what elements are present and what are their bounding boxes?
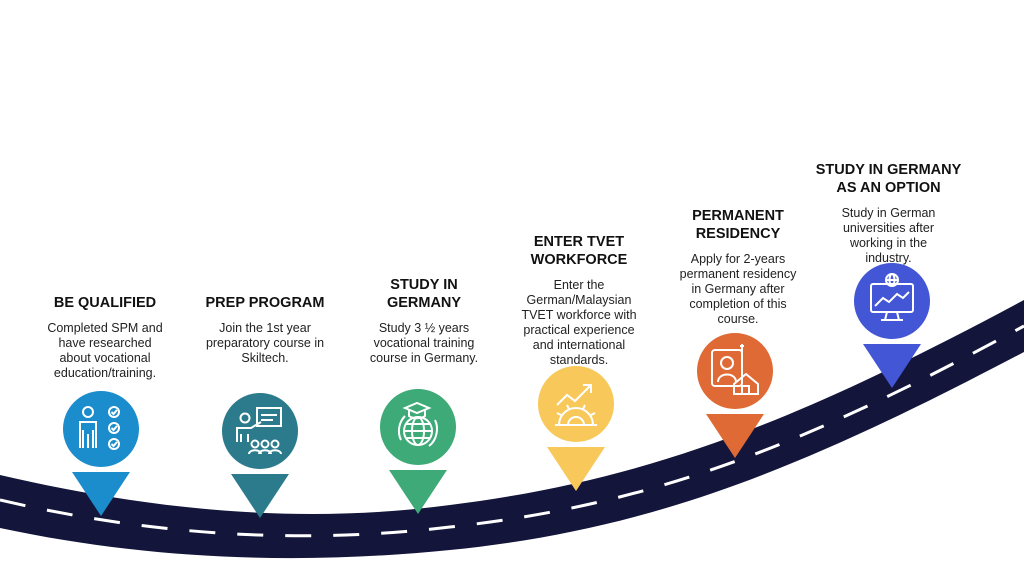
step-marker-be-qualified bbox=[63, 391, 139, 516]
step-be-qualified: BE QUALIFIED Completed SPM and have rese… bbox=[30, 294, 180, 381]
step-description: Apply for 2-years permanent residency in… bbox=[679, 252, 797, 326]
step-marker-enter-tvet-workforce bbox=[538, 366, 614, 491]
step-prep-program: PREP PROGRAM Join the 1st year preparato… bbox=[190, 294, 340, 366]
step-title: STUDY IN GERMANY bbox=[386, 277, 462, 311]
global-education-icon bbox=[397, 401, 438, 447]
step-title: STUDY IN GERMANY AS AN OPTION bbox=[815, 162, 962, 196]
online-university-icon bbox=[870, 273, 914, 321]
teacher-presentation-icon bbox=[236, 407, 282, 455]
step-description: Study 3 ½ years vocational training cour… bbox=[369, 321, 479, 365]
step-description: Join the 1st year preparatory course in … bbox=[205, 321, 325, 365]
step-study-in-germany: STUDY IN GERMANY Study 3 ½ years vocatio… bbox=[349, 276, 499, 366]
step-marker-permanent-residency bbox=[697, 333, 773, 458]
step-marker-study-in-germany bbox=[380, 389, 456, 514]
growth-gear-icon bbox=[555, 384, 597, 426]
road-center-dashes bbox=[0, 324, 1024, 538]
step-title: PREP PROGRAM bbox=[205, 295, 325, 311]
step-marker-study-option bbox=[854, 263, 930, 388]
step-description: Enter the German/Malaysian TVET workforc… bbox=[521, 278, 637, 367]
step-marker-prep-program bbox=[222, 393, 298, 518]
step-title: ENTER TVET WORKFORCE bbox=[530, 234, 628, 268]
step-title: BE QUALIFIED bbox=[53, 295, 157, 311]
step-permanent-residency: PERMANENT RESIDENCY Apply for 2-years pe… bbox=[663, 207, 813, 327]
step-enter-tvet-workforce: ENTER TVET WORKFORCE Enter the German/Ma… bbox=[504, 233, 654, 368]
residency-permit-icon bbox=[711, 344, 759, 395]
step-description: Study in German universities after worki… bbox=[841, 206, 936, 265]
checklist-person-icon bbox=[79, 406, 120, 450]
step-title: PERMANENT RESIDENCY bbox=[692, 208, 784, 242]
step-description: Completed SPM and have researched about … bbox=[47, 321, 163, 380]
step-study-option: STUDY IN GERMANY AS AN OPTION Study in G… bbox=[806, 161, 971, 266]
